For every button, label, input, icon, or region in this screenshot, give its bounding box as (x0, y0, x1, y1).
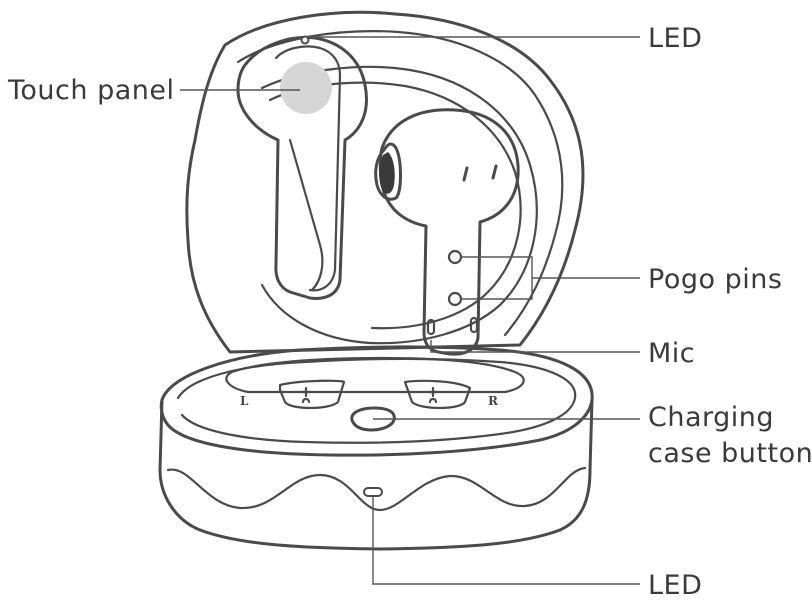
case-base (158, 345, 594, 551)
leader-lines (180, 36, 640, 585)
earbud-led-dot (300, 35, 310, 45)
label-charging-button-line2: case button (648, 438, 812, 469)
label-pogo-pins: Pogo pins (648, 264, 782, 295)
pogo-pin-lower (447, 291, 463, 307)
case-lid (185, 10, 585, 354)
left-earbud (236, 35, 368, 300)
leader-mic (430, 340, 640, 353)
label-mic: Mic (648, 338, 695, 369)
case-led-indicator (363, 487, 383, 497)
leader-led-bottom (372, 496, 640, 585)
right-earbud (374, 108, 520, 356)
label-touch-panel: Touch panel (7, 75, 175, 106)
leader-pogo-pins (460, 256, 640, 300)
slot-mark-left: L (240, 394, 249, 408)
pogo-pin-upper (447, 249, 463, 265)
touch-panel-disc (280, 62, 332, 114)
label-led-bottom: LED (648, 570, 702, 601)
slot-mark-right: R (488, 394, 499, 408)
label-charging-button-line1: Charging (648, 402, 774, 433)
label-led-top: LED (648, 23, 702, 54)
